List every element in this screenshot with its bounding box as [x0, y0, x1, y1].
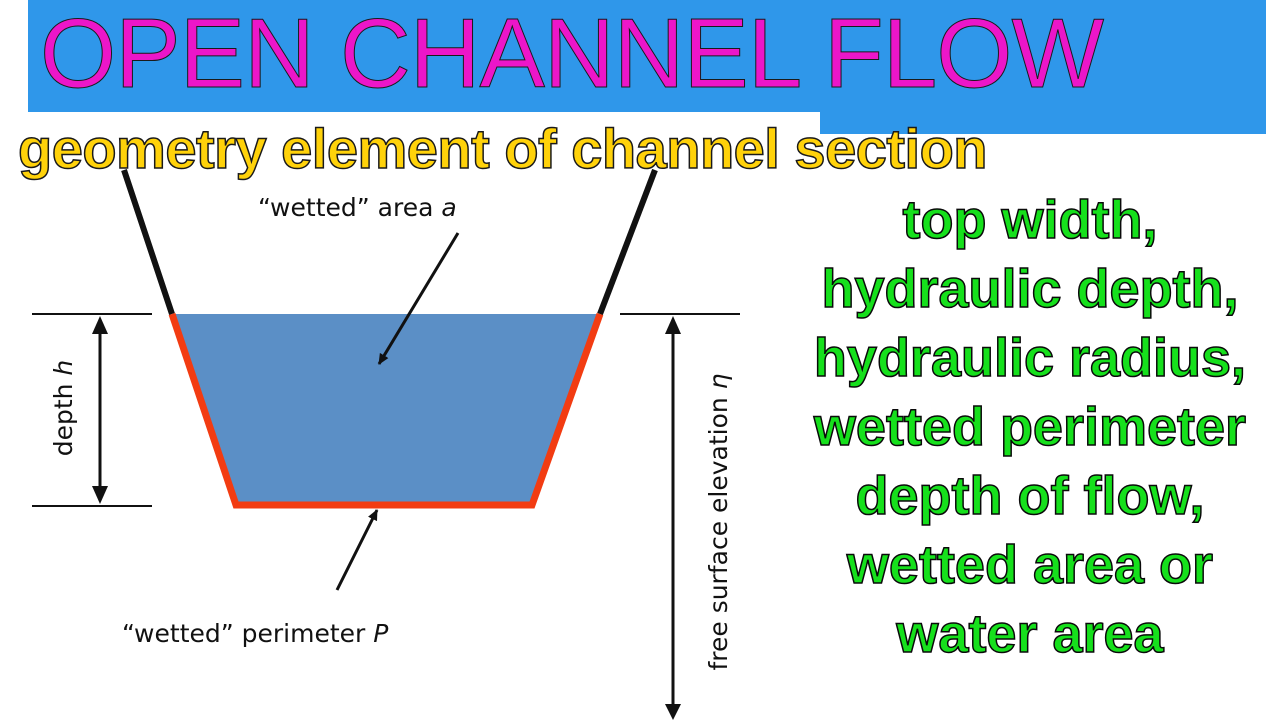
- free-surface-elevation-label: free surface elevation η: [704, 373, 733, 670]
- geometry-elements-list: top width, hydraulic depth, hydraulic ra…: [780, 186, 1280, 669]
- depth-arrow-head-top: [92, 316, 108, 334]
- wetted-area-water: [172, 314, 600, 503]
- list-item-hydraulic-radius: hydraulic radius,: [813, 327, 1247, 389]
- list-item-wetted-perimeter: wetted perimeter: [813, 396, 1247, 458]
- depth-label: depth h: [49, 360, 78, 457]
- list-item-water-area: water area: [896, 603, 1165, 665]
- wetted-perimeter-label: “wetted” perimeter P: [122, 619, 389, 648]
- area-pointer-arrow: [377, 232, 460, 365]
- depth-arrow-head-bottom: [92, 486, 108, 504]
- page-title: OPEN CHANNEL FLOW: [40, 0, 1105, 108]
- list-item-depth-of-flow: depth of flow,: [855, 465, 1205, 527]
- list-item-hydraulic-depth: hydraulic depth,: [821, 258, 1240, 320]
- list-item-wetted-area: wetted area or: [846, 534, 1214, 596]
- title-band-extension: [820, 112, 1266, 134]
- title-band: [28, 0, 1266, 112]
- page-subtitle: geometry element of channel section: [17, 117, 988, 180]
- perimeter-pointer-arrow: [335, 509, 379, 591]
- right-bank-line: [597, 168, 658, 316]
- elevation-arrow-head-top: [665, 316, 681, 334]
- left-bank-line: [121, 169, 175, 315]
- wetted-perimeter-line: [168, 312, 604, 509]
- wetted-area-label: “wetted” area a: [258, 193, 457, 222]
- elevation-arrow-head-bottom: [665, 704, 681, 720]
- list-item-top-width: top width,: [902, 189, 1158, 251]
